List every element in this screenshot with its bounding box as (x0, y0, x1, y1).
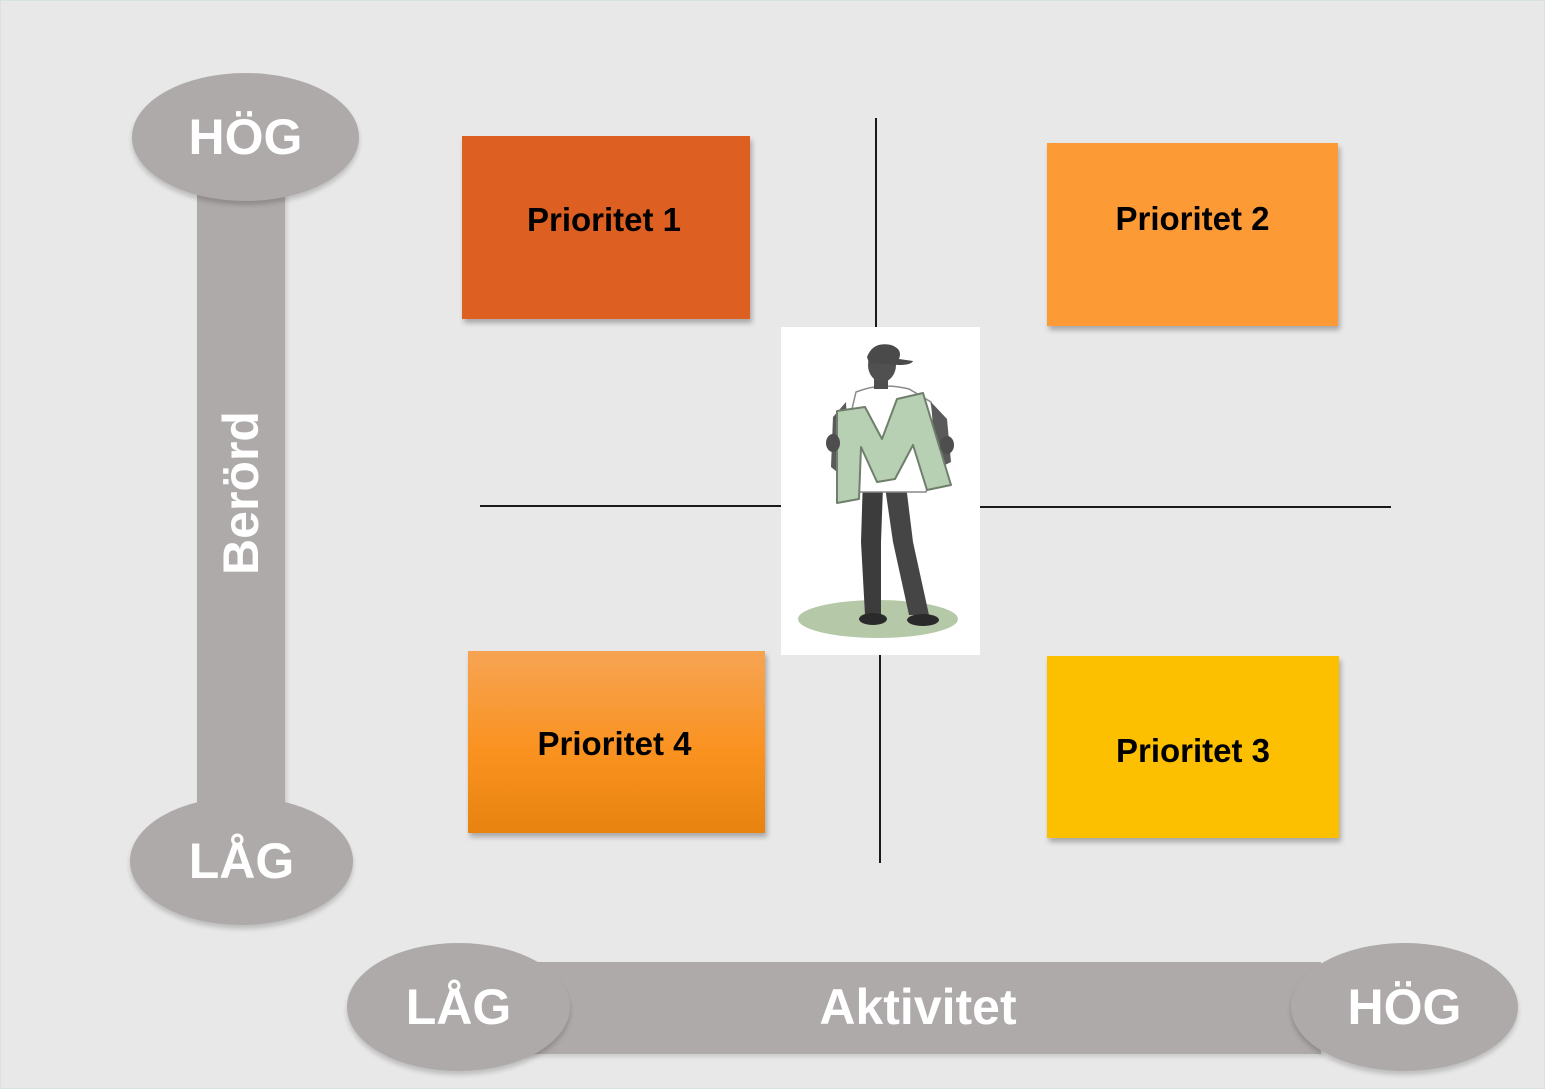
priority-1-label: Prioritet 1 (526, 200, 682, 238)
x-axis-low-label: LÅG (405, 979, 512, 1035)
horizontal-axis-bar (521, 962, 1321, 1054)
x-axis-high-ellipse: HÖG (1291, 943, 1518, 1071)
priority-4-label: Prioritet 4 (537, 725, 692, 762)
priority-3-box: Prioritet 3 (1047, 656, 1339, 838)
priority-2-box: Prioritet 2 (1047, 143, 1338, 326)
priority-1-box: Prioritet 1 (462, 136, 750, 319)
priority-2-label: Prioritet 2 (1115, 199, 1270, 237)
quadrant-divider-vertical-top (875, 118, 877, 328)
quadrant-divider-horizontal-right (979, 506, 1391, 508)
y-axis-label: Berörd (213, 411, 269, 575)
x-axis-label: Aktivitet (819, 979, 1017, 1035)
quadrant-divider-vertical-bottom (879, 655, 881, 863)
y-axis-high-ellipse: HÖG (132, 73, 359, 201)
priority-4-box: Prioritet 4 (468, 651, 765, 833)
priority-3-label: Prioritet 3 (1115, 732, 1271, 769)
x-axis-high-label: HÖG (1347, 979, 1462, 1035)
y-axis-low-label: LÅG (188, 833, 295, 889)
y-axis-low-ellipse: LÅG (130, 797, 353, 925)
x-axis-low-ellipse: LÅG (347, 943, 570, 1071)
vertical-axis-bar (197, 191, 285, 811)
y-axis-high-label: HÖG (188, 109, 303, 165)
person-illustration-svg (798, 344, 958, 638)
quadrant-divider-horizontal-left (480, 505, 782, 507)
person-holding-letter-m-icon (781, 327, 980, 655)
